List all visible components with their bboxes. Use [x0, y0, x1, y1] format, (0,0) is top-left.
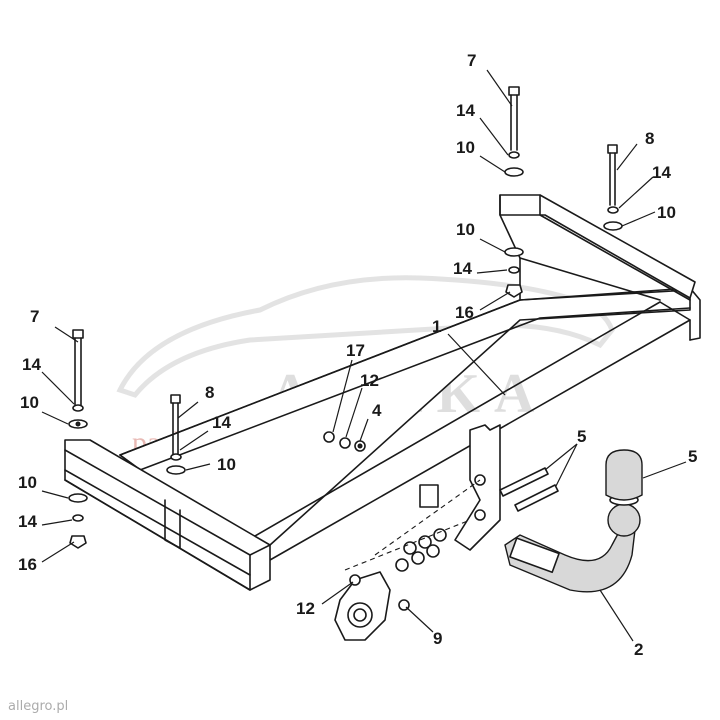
callout-14-right-mid: 14: [652, 163, 671, 182]
callout-10-right-top: 10: [456, 138, 475, 157]
callout-5-ball: 5: [688, 447, 697, 466]
callout-16-left: 16: [18, 555, 37, 574]
callout-10-left-mid: 10: [217, 455, 236, 474]
callout-8-left: 8: [205, 383, 214, 402]
source-credit: allegro.pl: [8, 699, 68, 714]
right-bolt-8-stack: [603, 144, 623, 231]
callout-7-right: 7: [467, 51, 476, 70]
callout-1: 1: [432, 317, 441, 336]
bolts-5: [499, 467, 559, 512]
callout-16-right: 16: [455, 303, 474, 322]
callout-14-left-bottom: 14: [18, 512, 37, 531]
callout-12-top: 12: [360, 371, 379, 390]
left-bolt-8-stack: [166, 394, 186, 475]
watermark-car-outline: [116, 275, 615, 398]
callouts: 7 14 10 8 14 10 10 14 16 1 7 14 10 8 14 …: [18, 51, 697, 659]
callout-14-left-mid: 14: [212, 413, 231, 432]
callout-14-right-bottom: 14: [453, 259, 472, 278]
callout-14-left-top: 14: [22, 355, 41, 374]
socket-bracket: [334, 571, 410, 641]
callout-12-bottom: 12: [296, 599, 315, 618]
callout-4: 4: [372, 401, 382, 420]
right-bolt-stack: [504, 86, 524, 298]
callout-2: 2: [634, 640, 643, 659]
leader-lines: [41, 69, 687, 642]
callout-10-left-top: 10: [20, 393, 39, 412]
center-plate-hardware: [344, 424, 501, 572]
callout-7-left: 7: [30, 307, 39, 326]
callout-10-right-bottom: 10: [456, 220, 475, 239]
callout-8-right: 8: [645, 129, 654, 148]
callout-17: 17: [346, 341, 365, 360]
small-hardware-set: [323, 431, 366, 452]
callout-14-right-top: 14: [456, 101, 475, 120]
right-mounting-bracket: [499, 194, 696, 301]
tow-ball-assembly: [504, 449, 643, 593]
left-mounting-bracket: [64, 439, 271, 591]
callout-10-left-bottom: 10: [18, 473, 37, 492]
left-bolt-stack: [68, 329, 88, 549]
callout-5-bolts: 5: [577, 427, 586, 446]
callout-9: 9: [433, 629, 442, 648]
callout-10-right-mid: 10: [657, 203, 676, 222]
